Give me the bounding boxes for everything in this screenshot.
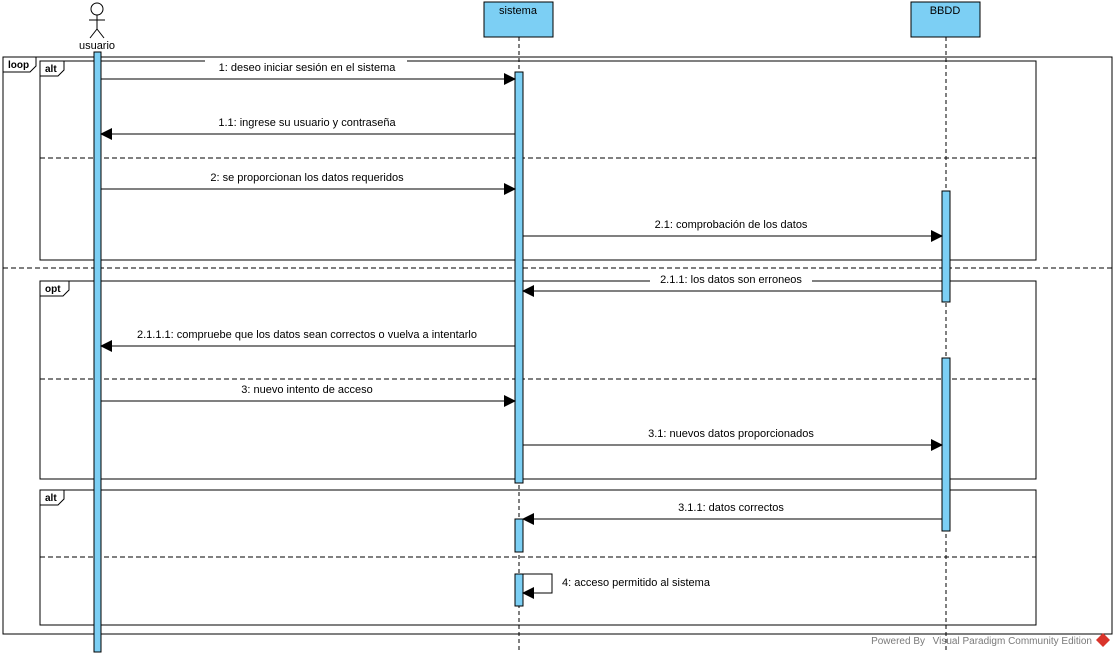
watermark: Powered By Visual Paradigm Community Edi… xyxy=(871,633,1110,647)
fragment-alt-2: alt xyxy=(39,489,1037,626)
message-3-1: 3.1: nuevos datos proporcionados xyxy=(523,428,943,451)
lifeline-bbdd-label: BBDD xyxy=(930,5,961,17)
message-2-label: 2: se proporcionan los datos requeridos xyxy=(210,172,404,184)
fragment-loop: loop xyxy=(2,56,1113,635)
message-3-1-1-label: 3.1.1: datos correctos xyxy=(678,502,784,514)
actor-usuario: usuario xyxy=(79,2,115,52)
activation-sistema-2 xyxy=(514,518,524,553)
message-2-1-1-1-label: 2.1.1.1: compruebe que los datos sean co… xyxy=(137,329,477,341)
message-3-1-label: 3.1: nuevos datos proporcionados xyxy=(648,428,814,440)
message-1: 1: deseo iniciar sesión en el sistema xyxy=(101,59,516,85)
fragment-loop-label: loop xyxy=(8,60,29,71)
message-2-1: 2.1: comprobación de los datos xyxy=(523,219,943,242)
fragment-alt-1: alt xyxy=(39,60,1037,261)
message-2-1-1: 2.1.1: los datos son erroneos xyxy=(522,273,942,297)
message-1-1-label: 1.1: ingrese su usuario y contraseña xyxy=(218,117,396,129)
activation-bbdd-1 xyxy=(941,190,951,303)
lifeline-bbdd-head: BBDD xyxy=(910,1,981,38)
message-2-1-label: 2.1: comprobación de los datos xyxy=(655,219,808,231)
message-1-1: 1.1: ingrese su usuario y contraseña xyxy=(100,117,515,140)
message-4-label: 4: acceso permitido al sistema xyxy=(562,577,711,589)
fragment-opt: opt xyxy=(39,280,1037,480)
stick-figure-icon xyxy=(89,2,105,39)
message-2-1-1-label: 2.1.1: los datos son erroneos xyxy=(660,274,802,286)
activation-sistema-3 xyxy=(514,573,524,607)
lifeline-sistema-head: sistema xyxy=(483,1,554,38)
watermark-brand: Visual Paradigm Community Edition xyxy=(933,636,1092,647)
activation-usuario xyxy=(93,51,102,653)
lifeline-sistema-label: sistema xyxy=(499,5,538,17)
message-4-self: 4: acceso permitido al sistema xyxy=(522,573,711,599)
message-2-1-1-1: 2.1.1.1: compruebe que los datos sean co… xyxy=(100,329,515,352)
message-3-label: 3: nuevo intento de acceso xyxy=(241,384,372,396)
message-2: 2: se proporcionan los datos requeridos xyxy=(101,172,516,195)
message-3: 3: nuevo intento de acceso xyxy=(101,384,516,407)
watermark-prefix: Powered By xyxy=(871,636,925,647)
message-1-label: 1: deseo iniciar sesión en el sistema xyxy=(219,62,397,74)
lifeline-usuario-label: usuario xyxy=(79,40,115,52)
message-3-1-1: 3.1.1: datos correctos xyxy=(522,502,942,525)
fragment-opt-label: opt xyxy=(45,284,61,295)
activation-bbdd-2 xyxy=(941,357,951,532)
activation-sistema-1 xyxy=(514,71,524,484)
fragment-alt-2-label: alt xyxy=(45,493,57,504)
visual-paradigm-logo-icon xyxy=(1096,633,1110,647)
fragment-alt-1-label: alt xyxy=(45,64,57,75)
